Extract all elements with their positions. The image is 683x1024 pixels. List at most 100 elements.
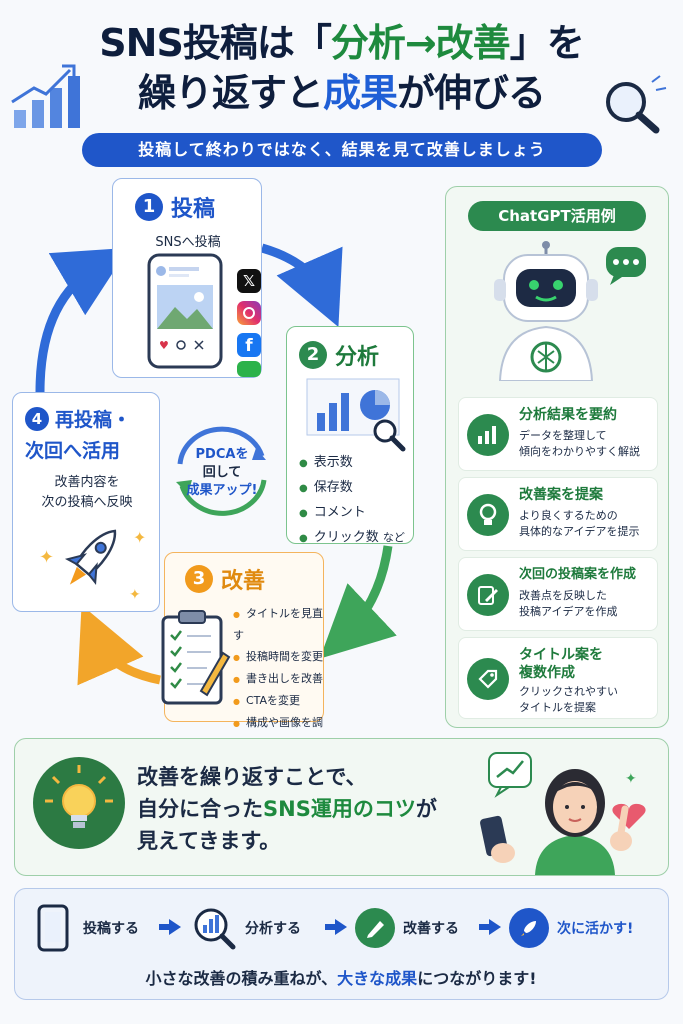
magnifier-chart-icon (194, 908, 236, 950)
rocket-icon (509, 908, 549, 948)
page-title-line1: SNS投稿は「分析→改善」を (0, 20, 683, 66)
usecase-title: 分析結果を要約 (519, 407, 617, 423)
title-highlight-green: 分析→改善 (330, 21, 511, 65)
step2-title: 分析 (335, 345, 380, 370)
tip-line: 見えてきます。 (137, 829, 281, 853)
page-title-line2: 繰り返すと成果が伸びる (0, 70, 683, 116)
pdca-label: PDCAを 回して 成果アップ! (176, 446, 268, 500)
usecase-title: タイトル案を 複数作成 (519, 646, 603, 682)
title-text: が伸びる (397, 71, 546, 115)
arrow-right-icon (325, 919, 347, 935)
bar-chart-icon (467, 414, 509, 456)
instagram-icon (237, 301, 261, 325)
growth-chart-icon (11, 64, 80, 128)
usecase-title-line: タイトル案を (519, 647, 603, 663)
tag-icon (467, 658, 509, 700)
step2-metrics-list: 表示数 保存数 コメント クリック数 など (299, 451, 405, 551)
svg-text:✦: ✦ (39, 547, 54, 568)
chatgpt-panel-title: ChatGPT活用例 (468, 201, 646, 231)
usecase-title-line: 複数作成 (519, 665, 575, 681)
title-text: 繰り返すと (137, 71, 324, 115)
usecase-desc: データを整理して (519, 429, 607, 442)
usecase-title: 改善案を提案 (519, 487, 603, 503)
facebook-icon: f (237, 333, 261, 357)
tip-message: 改善を繰り返すことで、 自分に合ったSNS運用のコツが 見えてきます。 (137, 761, 437, 857)
flow-step-label: 分析する (245, 921, 301, 937)
title-text: 」を (509, 21, 585, 65)
lightbulb-icon (33, 757, 125, 849)
title-highlight-blue: 成果 (322, 71, 398, 115)
step4-title: 再投稿・ (55, 409, 132, 431)
step4-heading: 4 再投稿・ 次回へ活用 (25, 405, 131, 463)
usecase-desc: 傾向をわかりやすく解説 (519, 445, 640, 458)
step4-title: 次回へ活用 (25, 440, 121, 462)
lightbulb-icon (467, 494, 509, 536)
action-item: CTAを変更 (233, 690, 323, 712)
tip-box: 改善を繰り返すことで、 自分に合ったSNS運用のコツが 見えてきます。 ✦ (14, 738, 669, 876)
step3-card: 3改善 タイトルを見直す 投稿時間を変更 書き出しを改善 CTAを変更 構成や画… (161, 552, 324, 751)
footer-text: につながります! (417, 969, 537, 988)
flow-step-improve: 改善する (355, 903, 459, 953)
edit-document-icon (467, 574, 509, 616)
usecase-desc: クリックされやすい (519, 685, 618, 698)
flow-summary-box: 投稿する 分析する 改善する 次に活かす! 小さな改善の積み重ねが、大きな成果に… (14, 888, 669, 1000)
arrow-right-icon (159, 919, 181, 935)
step4-desc-line: 次の投稿へ反映 (41, 495, 133, 510)
pdca-line: 回して (202, 465, 242, 480)
robot-icon (494, 241, 646, 381)
pdca-line: PDCAを (195, 447, 249, 462)
flow-step-label: 改善する (403, 921, 459, 937)
usecase-desc: 投稿アイデアを作成 (519, 605, 618, 618)
metric-text: クリック数 (313, 530, 379, 545)
footer-highlight: 大きな成果 (337, 969, 418, 988)
pdca-cycle-icon (176, 426, 267, 516)
flow-step-post: 投稿する (35, 903, 139, 953)
tip-line: 改善を繰り返すことで、 (137, 765, 367, 789)
metric-item: コメント (299, 501, 405, 526)
subtitle-banner: 投稿して終わりではなく、結果を見て改善しましょう (82, 133, 602, 167)
clipboard-checklist-icon (161, 610, 231, 705)
chatgpt-panel: ChatGPT活用例 分析結果を要約 データを整理して 傾向をわかりやすく解説 … (445, 186, 669, 728)
smartphone-icon (37, 904, 69, 952)
action-item: 投稿時間を変更 (233, 646, 323, 668)
flow-step-label: 投稿する (83, 921, 139, 937)
step1-desc: SNSへ投稿 (155, 235, 221, 250)
tip-text-part: 自分に合った (137, 797, 263, 821)
chatgpt-usecase-summary: 分析結果を要約 データを整理して 傾向をわかりやすく解説 (458, 397, 658, 471)
footer-text: 小さな改善の積み重ねが、 (145, 969, 338, 988)
chatgpt-usecase-next-post: 次回の投稿案を作成 改善点を反映した 投稿アイデアを作成 (458, 557, 658, 631)
flow-footer-message: 小さな改善の積み重ねが、大きな成果につながります! (15, 965, 667, 989)
step1-number: 1 (135, 193, 163, 221)
step4-card: 4 再投稿・ 次回へ活用 改善内容を 次の投稿へ反映 ✦ ✦ ✦ (12, 392, 160, 612)
person-illustration: ✦ (480, 752, 646, 875)
analytics-chart-icon (306, 378, 406, 452)
svg-text:♥: ♥ (159, 339, 169, 352)
metric-item: クリック数 など (299, 526, 405, 551)
step4-number: 4 (25, 406, 49, 431)
usecase-title: 次回の投稿案を作成 (519, 567, 637, 582)
line-app-icon (237, 361, 261, 377)
arrow-right-icon (479, 919, 501, 935)
cycle-arrows (35, 243, 397, 686)
flow-step-apply: 次に活かす! (509, 903, 633, 953)
action-item: 書き出しを改善 (233, 668, 323, 690)
pdca-line: 成果アップ! (186, 483, 258, 498)
svg-text:✦: ✦ (625, 771, 637, 787)
usecase-desc: タイトルを提案 (519, 701, 596, 714)
usecase-desc: 改善点を反映した (519, 589, 607, 602)
rocket-icon: ✦ ✦ ✦ (39, 528, 146, 603)
chatgpt-usecase-titles: タイトル案を 複数作成 クリックされやすい タイトルを提案 (458, 637, 658, 719)
step4-desc: 改善内容を 次の投稿へ反映 (13, 473, 161, 513)
step3-actions-list: タイトルを見直す 投稿時間を変更 書き出しを改善 CTAを変更 構成や画像を調整 (233, 603, 323, 755)
step3-number: 3 (185, 565, 213, 593)
usecase-desc: より良くするための (519, 509, 618, 522)
metric-item: 表示数 (299, 451, 405, 476)
title-text: SNS投稿は「 (99, 21, 332, 65)
metric-item: 保存数 (299, 476, 405, 501)
flow-step-label: 次に活かす! (557, 921, 634, 937)
magnifier-icon (606, 75, 667, 134)
